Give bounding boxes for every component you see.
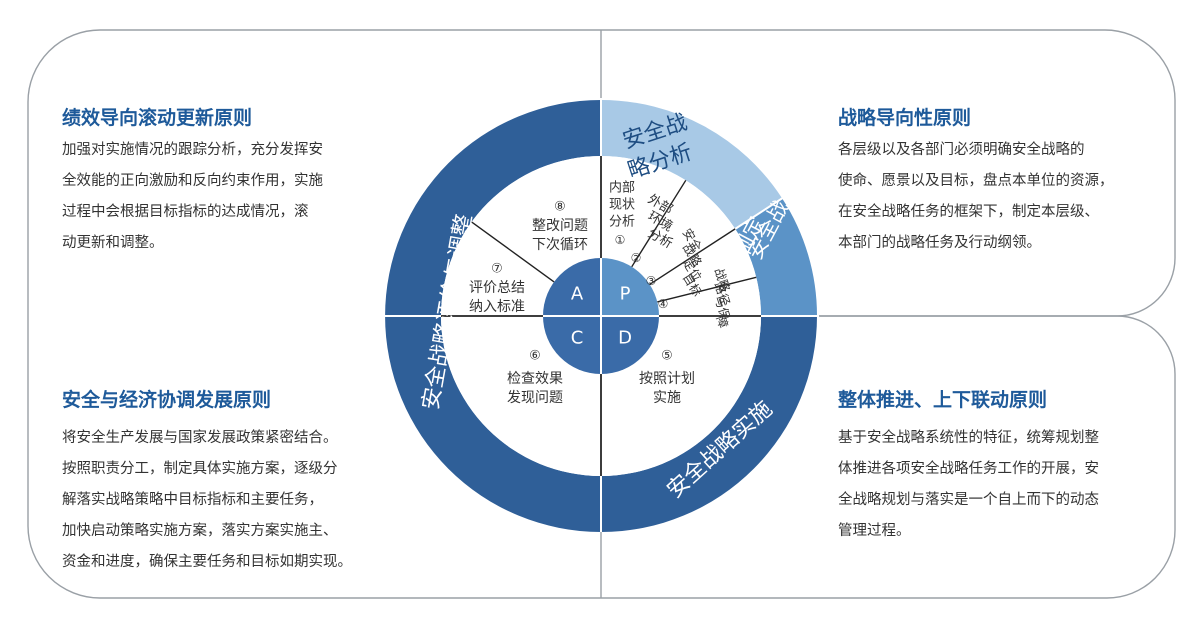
bottom-right-body: 基于安全战略系统性的特征，统筹规划整 体推进各项安全战略任务工作的开展，安 全战… [838,423,1099,547]
step-divider [471,221,555,283]
step-divider [631,179,687,268]
step-8-text: 下次循环 [532,237,588,253]
step-3-number: ③ [646,274,657,288]
step-8-number: ⑧ [554,200,566,215]
bottom-left-line: 解落实战略策略中目标指标和主要任务， [62,492,323,508]
ring-segment-formulation [735,198,817,316]
step-2-number: ② [631,251,642,265]
step-divider [649,228,736,285]
bottom-right-title: 整体推进、上下联动原则 [838,389,1048,411]
bottom-left-line: 加快启动策略实施方案，落实方案实施主、 [62,523,338,539]
step-7-text: 评价总结 [469,280,525,296]
step-5-text: 按照计划 [639,371,695,387]
bottom-right-panel-border [601,315,1176,599]
bottom-right-line: 体推进各项安全战略任务工作的开展，安 [838,461,1099,477]
top-left-line: 加强对实施情况的跟踪分析，充分发挥安 [62,142,323,158]
pdca-quadrant-p [601,258,659,316]
step-1-text: 内部 [609,180,635,196]
step-4-text: 障 [713,314,731,330]
step-5-number: ⑤ [661,349,673,364]
step-7-number: ⑦ [491,262,503,277]
top-left-body: 加强对实施情况的跟踪分析，充分发挥安 全效能的正向激励和反向约束作用，实施 过程… [62,135,323,259]
step-4-text: 路径 [712,280,734,307]
pdca-label-a: A [571,284,584,305]
ring-separator [734,196,785,230]
step-4-text: 战略 [712,266,734,293]
step-6-number: ⑥ [529,349,541,364]
top-right-panel-border [601,29,1176,317]
bottom-left-line: 按照职责分工，制定具体实施方案，逐级分 [62,461,338,477]
step-6-text: 发现问题 [507,390,563,406]
pdca-label-d: D [618,328,632,349]
ring-segment-evaluation [385,100,601,532]
top-left-line: 动更新和调整。 [62,235,164,251]
bottom-left-line: 资金和进度，确保主要任务和目标如期实现。 [62,554,352,570]
pdca-label-p: P [620,284,631,305]
pdca-label-c: C [571,328,584,349]
pdca-quadrant-a [543,258,601,316]
top-right-line: 本部门的战略任务及行动纲领。 [838,235,1041,251]
left-panel-border [27,29,601,599]
top-left-title: 绩效导向滚动更新原则 [62,107,253,129]
step-1-number: ① [615,233,626,247]
bottom-left-body: 将安全生产发展与国家发展政策紧密结合。 按照职责分工，制定具体实施方案，逐级分 … [62,423,352,578]
pdca-quadrant-c [543,316,601,374]
step-8-text: 整改问题 [532,218,588,234]
step-6-text: 检查效果 [507,371,563,387]
bottom-left-line: 将安全生产发展与国家发展政策紧密结合。 [62,430,338,446]
bottom-right-line: 管理过程。 [838,523,911,539]
bottom-left-title: 安全与经济协调发展原则 [62,389,272,411]
top-right-line: 各层级以及各部门必须明确安全战略的 [838,142,1085,158]
step-1-text: 分析 [609,215,635,230]
step-divider [657,276,757,303]
step-1-text: 现状 [609,198,635,213]
bottom-right-line: 基于安全战略系统性的特征，统筹规划整 [838,430,1099,446]
step-4-number: ④ [658,297,669,311]
step-7-text: 纳入标准 [469,299,525,315]
ring-segment-analysis [601,100,783,229]
step-5-text: 实施 [653,390,681,406]
top-right-line: 在安全战略任务的框架下，制定本层级、 [838,204,1099,220]
top-right-title: 战略导向性原则 [838,107,972,129]
ring-segment-implementation [601,316,817,532]
top-right-line: 使命、愿景以及目标，盘点本单位的资源， [838,173,1114,189]
top-left-line: 全效能的正向激励和反向约束作用，实施 [62,173,323,189]
bottom-right-line: 全战略规划与落实是一个自上而下的动态 [838,492,1099,508]
pdca-quadrant-d [601,316,659,374]
top-left-line: 过程中会根据目标指标的达成情况，滚 [62,204,309,220]
top-right-body: 各层级以及各部门必须明确安全战略的 使命、愿景以及目标，盘点本单位的资源， 在安… [838,135,1114,259]
